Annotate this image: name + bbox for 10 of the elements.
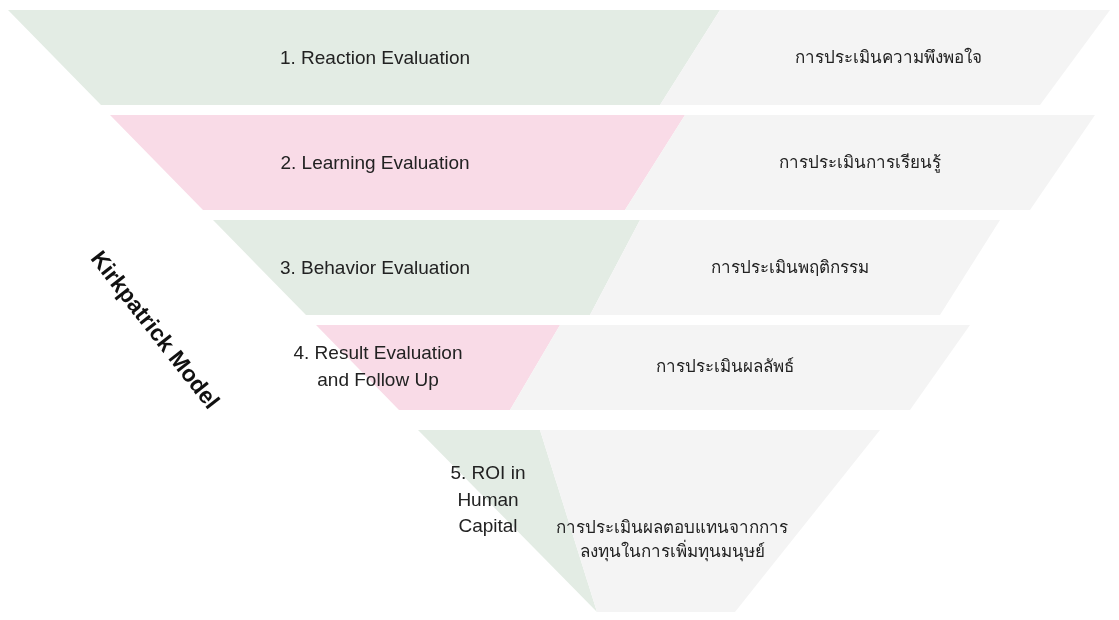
level-title: 3. Behavior Evaluation <box>278 255 472 280</box>
description-text: การประเมินความพึงพอใจ <box>793 46 983 70</box>
description-text: การประเมินผลตอบแทนจากการลงทุนในการเพิ่มทุนมนุษย์ <box>555 516 789 564</box>
description-text: การประเมินพฤติกรรม <box>710 256 870 280</box>
level-title: 1. Reaction Evaluation <box>278 45 472 70</box>
description-text: การประเมินการเรียนรู้ <box>778 151 942 175</box>
level-title: 2. Learning Evaluation <box>279 150 471 175</box>
level-title: 4. Result Evaluation and Follow Up <box>292 341 464 392</box>
level-title: 5. ROI in Human Capital <box>449 461 527 539</box>
description-text: การประเมินผลลัพธ์ <box>655 355 795 379</box>
